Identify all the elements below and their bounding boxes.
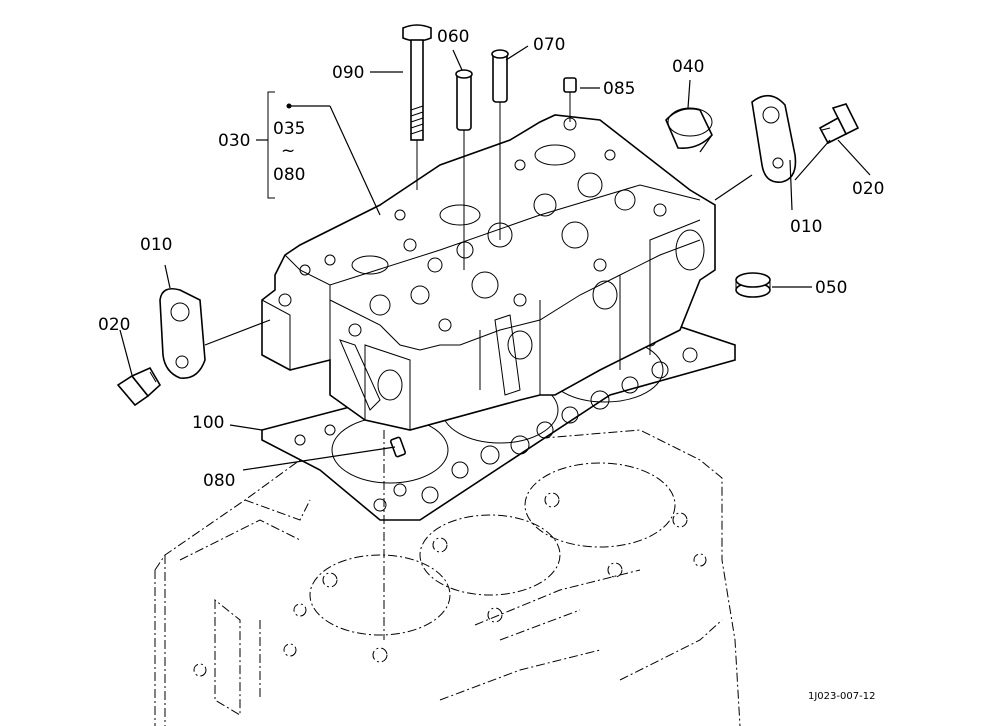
bolt-left [116,366,162,407]
stud [383,430,407,640]
head-bolt [402,24,432,190]
callout-010-right: 010 [790,217,822,237]
callout-085: 085 [603,79,635,99]
cap [665,107,713,150]
callout-010-left: 010 [140,235,172,255]
figure-code: 1J023-007-12 [808,691,875,702]
valve-guide-intake [455,69,473,270]
callout-080-bottom: 080 [203,471,235,491]
callout-100: 100 [192,413,224,433]
range-bracket [256,91,292,199]
callout-080-top: 080 [273,165,305,185]
callout-060: 060 [437,27,469,47]
leader-lines [119,45,871,471]
range-separator: ~ [281,141,295,161]
callout-020-left: 020 [98,315,130,335]
callout-020-right: 020 [852,179,884,199]
valve-guide-exhaust [491,49,509,240]
engine-block-phantom [154,429,741,726]
callout-090: 090 [332,63,364,83]
cylinder-head [261,114,716,431]
callout-030: 030 [218,131,250,151]
plug [563,77,577,131]
seal-ring [735,272,771,298]
callout-035: 035 [273,119,305,139]
callout-070: 070 [533,35,565,55]
lifting-bracket-right [751,94,797,183]
bolt-right [818,103,860,145]
callout-050: 050 [815,278,847,298]
callout-040: 040 [672,57,704,77]
lifting-bracket-left [159,287,206,379]
